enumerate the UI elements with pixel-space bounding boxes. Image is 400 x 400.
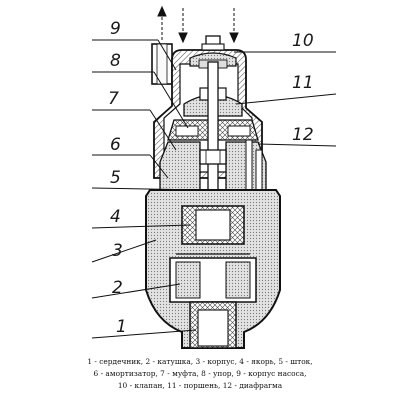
legend-line-2: 6 - амортизатор, 7 - муфта, 8 - упор, 9 … (93, 369, 307, 378)
flow-arrows (157, 5, 239, 44)
leader-lines (91, 39, 337, 339)
callout-11: 11 (292, 73, 314, 93)
anchor (181, 205, 245, 245)
callout-labels: 9 8 7 6 5 4 3 2 1 10 11 12 (108, 19, 314, 337)
callout-5: 5 (110, 168, 121, 188)
callout-12: 12 (292, 125, 314, 145)
callout-10: 10 (292, 31, 314, 51)
outlet-pipe (151, 43, 173, 85)
callout-4: 4 (110, 207, 121, 227)
core (176, 253, 250, 349)
legend-line-3: 10 - клапан, 11 - поршень, 12 - диафрагм… (117, 381, 283, 390)
coil (169, 257, 257, 303)
callout-3: 3 (112, 241, 123, 261)
callout-6: 6 (110, 135, 121, 155)
callout-1: 1 (116, 317, 127, 337)
callout-8: 8 (110, 51, 121, 71)
callout-7: 7 (108, 89, 119, 109)
callout-9: 9 (110, 19, 121, 39)
legend-line-1: 1 - сердечник, 2 - катушка, 3 - корпус, … (87, 357, 313, 366)
callout-2: 2 (112, 278, 123, 298)
